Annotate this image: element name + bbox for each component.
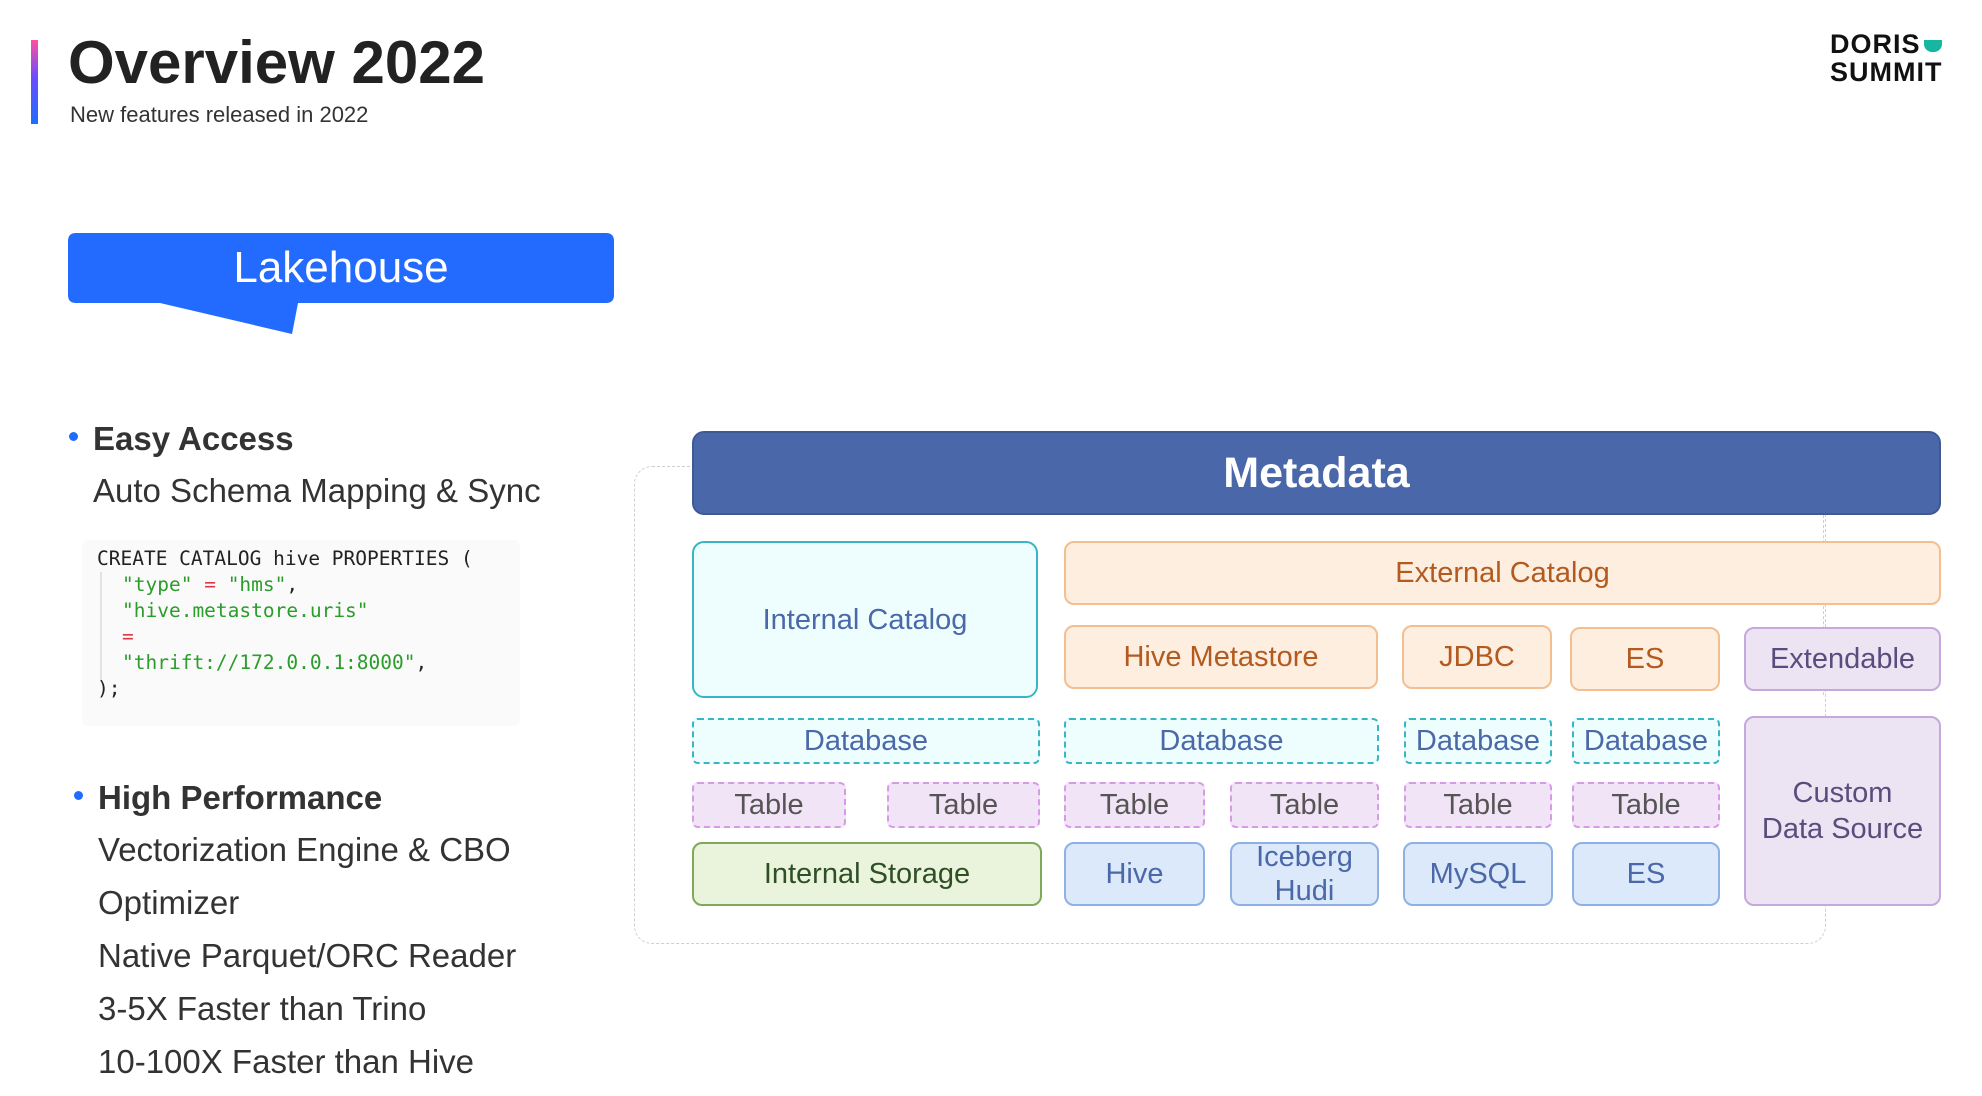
table-box: Table bbox=[1404, 782, 1552, 828]
iceberg-hudi-box: Iceberg Hudi bbox=[1230, 841, 1379, 907]
high-performance-line-4: 3-5X Faster than Trino bbox=[98, 990, 427, 1027]
code-key-uris: "hive.metastore.uris" bbox=[122, 599, 369, 622]
internal-storage-box: Internal Storage bbox=[692, 842, 1042, 906]
database-box-internal: Database bbox=[692, 718, 1040, 764]
easy-access-line: Auto Schema Mapping & Sync bbox=[93, 472, 541, 509]
lakehouse-banner bbox=[68, 233, 614, 334]
high-performance-line-3: Native Parquet/ORC Reader bbox=[98, 937, 517, 974]
external-catalog-box: External Catalog bbox=[1064, 541, 1941, 605]
doris-summit-logo: DORIS SUMMIT bbox=[1830, 30, 1962, 86]
section-heading-high-performance: High Performance bbox=[98, 779, 383, 816]
database-box-hive: Database bbox=[1064, 718, 1379, 764]
hudi-label: Hudi bbox=[1274, 875, 1335, 907]
high-performance-line-1: Vectorization Engine & CBO bbox=[98, 831, 511, 868]
code-line-1: CREATE CATALOG hive PROPERTIES ( bbox=[97, 547, 473, 570]
bullet-icon bbox=[74, 791, 83, 800]
code-comma: , bbox=[415, 651, 428, 674]
code-equals: = bbox=[192, 573, 228, 596]
mysql-storage-box: MySQL bbox=[1403, 842, 1553, 906]
logo-mark-icon bbox=[1923, 39, 1942, 52]
data-source-label: Data Source bbox=[1761, 813, 1924, 845]
database-box-jdbc: Database bbox=[1404, 718, 1552, 764]
hive-storage-box: Hive bbox=[1064, 842, 1205, 906]
es-source-box: ES bbox=[1570, 627, 1720, 691]
code-equals: = bbox=[122, 625, 134, 648]
jdbc-box: JDBC bbox=[1402, 625, 1552, 689]
internal-catalog-box: Internal Catalog bbox=[692, 541, 1038, 698]
custom-label: Custom bbox=[1792, 777, 1893, 809]
database-box-es: Database bbox=[1572, 718, 1720, 764]
hive-metastore-box: Hive Metastore bbox=[1064, 625, 1378, 689]
table-box: Table bbox=[887, 782, 1040, 828]
accent-bar bbox=[31, 40, 38, 124]
page-title: Overview 2022 bbox=[68, 29, 485, 96]
code-value-thrift: "thrift://172.0.0.1:8000" bbox=[122, 651, 416, 674]
section-heading-easy-access: Easy Access bbox=[93, 420, 294, 457]
logo-line-1: DORIS bbox=[1830, 29, 1921, 59]
code-indent-guide bbox=[100, 572, 102, 682]
high-performance-line-2: Optimizer bbox=[98, 884, 240, 921]
iceberg-label: Iceberg bbox=[1256, 841, 1353, 873]
metadata-box: Metadata bbox=[692, 431, 1941, 515]
table-box: Table bbox=[1230, 782, 1379, 828]
extendable-box: Extendable bbox=[1744, 627, 1941, 691]
page-subtitle: New features released in 2022 bbox=[70, 102, 369, 127]
code-block: CREATE CATALOG hive PROPERTIES ( "type" … bbox=[82, 540, 520, 726]
code-comma: , bbox=[286, 573, 299, 596]
logo-line-2: SUMMIT bbox=[1830, 57, 1943, 87]
lakehouse-label: Lakehouse bbox=[233, 243, 449, 292]
code-line-4: = bbox=[122, 624, 134, 651]
code-line-2: "type" = "hms", bbox=[122, 572, 298, 599]
code-key-type: "type" bbox=[122, 573, 193, 596]
table-box: Table bbox=[1064, 782, 1205, 828]
bullet-icon bbox=[69, 432, 78, 441]
code-line-3: "hive.metastore.uris" bbox=[122, 598, 369, 625]
code-value-hms: "hms" bbox=[227, 573, 287, 596]
custom-data-source-box: Custom Data Source bbox=[1744, 716, 1941, 906]
high-performance-line-5: 10-100X Faster than Hive bbox=[98, 1043, 475, 1080]
es-storage-box: ES bbox=[1572, 842, 1720, 906]
code-line-6: ); bbox=[97, 677, 121, 700]
code-line-5: "thrift://172.0.0.1:8000", bbox=[122, 650, 427, 677]
table-box: Table bbox=[1572, 782, 1720, 828]
table-box: Table bbox=[692, 782, 846, 828]
diagram-divider bbox=[1823, 515, 1824, 695]
